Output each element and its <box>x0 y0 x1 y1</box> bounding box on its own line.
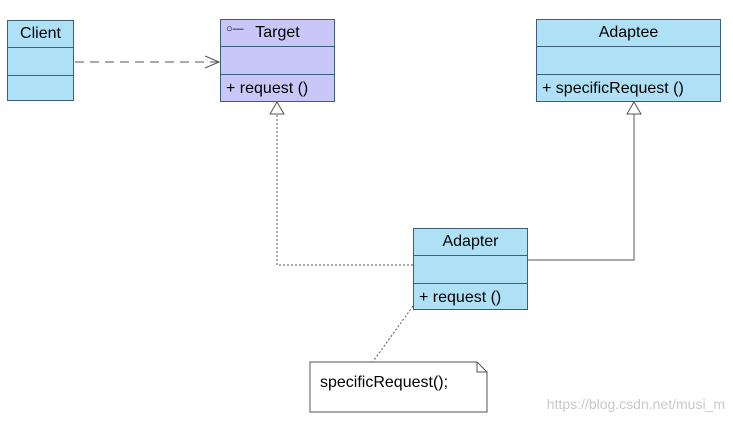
generalization-arrowhead <box>626 101 642 115</box>
realization-arrowhead <box>269 101 285 115</box>
interface-target-name: ○— Target <box>221 20 334 47</box>
realization-adapter-target <box>276 113 413 266</box>
interface-target-label: Target <box>255 24 300 41</box>
class-adaptee[interactable]: Adaptee + specificRequest () <box>536 19 721 102</box>
interface-target-operations: + request () <box>226 80 309 97</box>
note-shape <box>309 361 488 413</box>
class-adapter-operations: + request () <box>419 289 502 306</box>
class-client-attributes <box>8 48 73 76</box>
class-client-operations <box>8 76 73 103</box>
note[interactable]: specificRequest(); <box>310 362 487 412</box>
note-fold <box>476 362 487 373</box>
interface-icon: ○— <box>226 23 244 35</box>
class-adaptee-attributes <box>537 47 720 75</box>
class-adaptee-name: Adaptee <box>537 20 720 47</box>
class-client-name: Client <box>8 21 73 48</box>
note-anchor-line <box>371 305 414 364</box>
interface-target[interactable]: ○— Target + request () <box>220 19 335 102</box>
class-client[interactable]: Client <box>7 20 74 101</box>
interface-target-attributes <box>221 47 334 75</box>
class-adapter-attributes <box>414 256 527 284</box>
class-adapter-name: Adapter <box>414 229 527 256</box>
class-adaptee-operations: + specificRequest () <box>542 80 684 97</box>
class-adapter[interactable]: Adapter + request () <box>413 228 528 310</box>
dependency-arrowhead <box>204 55 221 69</box>
watermark: https://blog.csdn.net/musi_m <box>546 396 725 412</box>
note-text: specificRequest(); <box>320 374 449 391</box>
generalization-adapter-adaptee <box>527 113 635 261</box>
